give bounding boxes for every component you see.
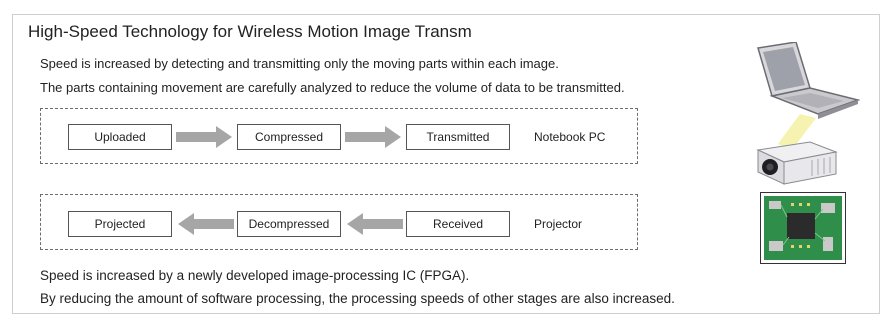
intro-line-2: The parts containing movement are carefu… (40, 80, 625, 95)
projector-label: Projector (534, 217, 583, 231)
step-projected: Projected (68, 211, 172, 237)
step-uploaded: Uploaded (68, 124, 172, 150)
circuit-board-icon (764, 196, 842, 260)
arrow-right-icon (176, 126, 232, 148)
arrow-left-icon (178, 213, 234, 235)
projector-flow-group (40, 194, 638, 250)
step-received: Received (406, 211, 510, 237)
step-decompressed: Decompressed (237, 211, 341, 237)
notebook-pc-label: Notebook PC (534, 130, 606, 144)
notebook-flow-group (40, 108, 638, 164)
fpga-board-frame (760, 192, 846, 264)
intro-line-1: Speed is increased by detecting and tran… (40, 56, 559, 71)
diagram-panel (12, 14, 880, 314)
footer-line-1: Speed is increased by a newly developed … (40, 268, 470, 283)
step-transmitted: Transmitted (406, 124, 510, 150)
wireless-beam (778, 114, 816, 150)
diagram-title: High-Speed Technology for Wireless Motio… (28, 22, 472, 41)
arrow-right-icon (345, 126, 401, 148)
footer-line-2: By reducing the amount of software proce… (40, 291, 675, 306)
arrow-left-icon (347, 213, 403, 235)
step-compressed: Compressed (237, 124, 341, 150)
laptop-icon (757, 42, 860, 119)
projector-icon (756, 141, 838, 185)
